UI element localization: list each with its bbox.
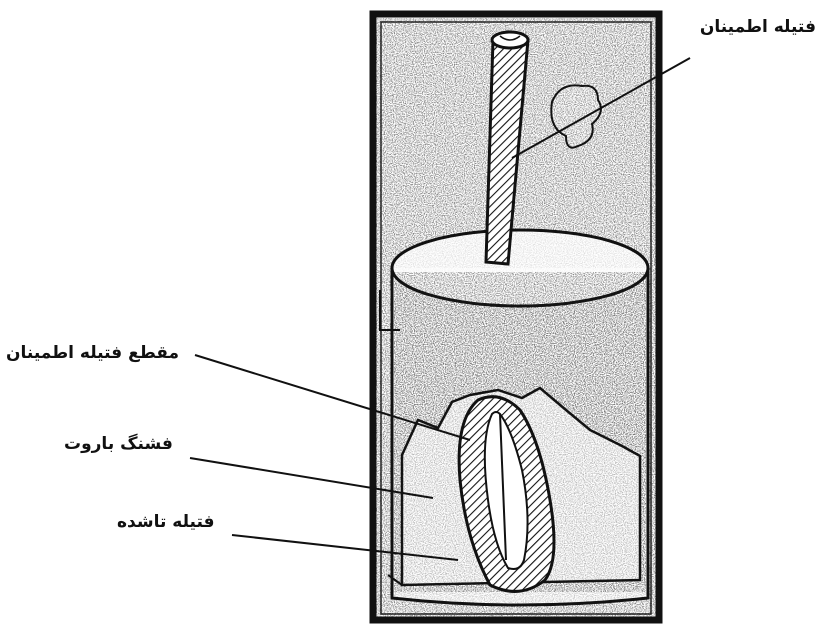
label-powder-cartridge: فشنگ باروت [64,434,173,454]
label-fuse-section: مقطع فتیله اطمینان [6,343,179,363]
label-detonator: فتیله تاشده [117,512,215,532]
label-safety-fuse: فتیله اطمینان [700,17,816,37]
